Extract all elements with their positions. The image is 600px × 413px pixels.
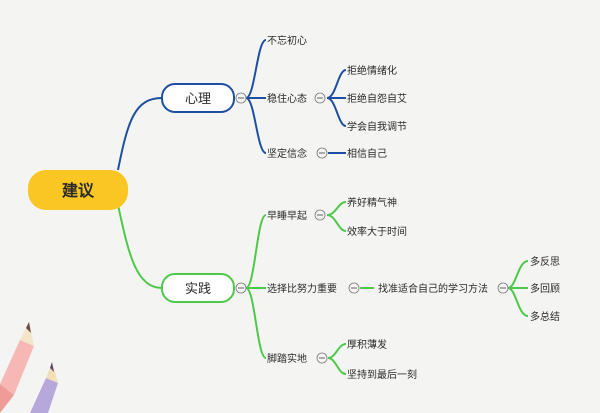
collapse-button[interactable]: [314, 209, 326, 221]
root-node[interactable]: 建议: [28, 170, 128, 210]
collapse-button[interactable]: [348, 282, 360, 294]
topic-node[interactable]: 早睡早起: [267, 209, 307, 222]
collapse-button[interactable]: [497, 282, 509, 294]
subtopic-node[interactable]: 相信自己: [347, 147, 387, 160]
subtopic-node[interactable]: 坚持到最后一刻: [347, 368, 417, 381]
psych-collapse-button[interactable]: [235, 92, 247, 104]
topic-node[interactable]: 选择比努力重要: [267, 282, 337, 295]
practice-connectors: [117, 201, 529, 375]
practice-label: 实践: [185, 282, 211, 297]
topic-node[interactable]: 稳住心态: [267, 92, 307, 105]
leaf-node[interactable]: 多总结: [530, 310, 560, 323]
leaf-node[interactable]: 多回顾: [530, 282, 560, 295]
practice-node[interactable]: 实践: [161, 273, 235, 303]
pencil-icon: [30, 362, 58, 413]
collapse-button[interactable]: [316, 352, 328, 364]
subtopic-node[interactable]: 拒绝情绪化: [347, 64, 397, 77]
leaf-node[interactable]: 多反思: [530, 255, 560, 268]
practice-collapse-button[interactable]: [235, 282, 247, 294]
psych-connectors: [117, 39, 347, 171]
pencil-icon: [0, 322, 34, 413]
topic-node[interactable]: 不忘初心: [267, 34, 307, 47]
subtopic-node[interactable]: 拒绝自怨自艾: [347, 92, 407, 105]
subtopic-node[interactable]: 效率大于时间: [347, 225, 407, 238]
collapse-button[interactable]: [314, 92, 326, 104]
subtopic-node[interactable]: 找准适合自己的学习方法: [378, 282, 488, 295]
root-label: 建议: [62, 181, 95, 200]
psych-label: 心理: [185, 92, 211, 107]
psych-node[interactable]: 心理: [161, 83, 235, 113]
subtopic-node[interactable]: 厚积薄发: [347, 338, 387, 351]
topic-node[interactable]: 脚踏实地: [267, 352, 307, 365]
collapse-button[interactable]: [316, 147, 328, 159]
subtopic-node[interactable]: 学会自我调节: [347, 120, 407, 133]
topic-node[interactable]: 坚定信念: [267, 147, 307, 160]
subtopic-node[interactable]: 养好精气神: [347, 196, 397, 209]
